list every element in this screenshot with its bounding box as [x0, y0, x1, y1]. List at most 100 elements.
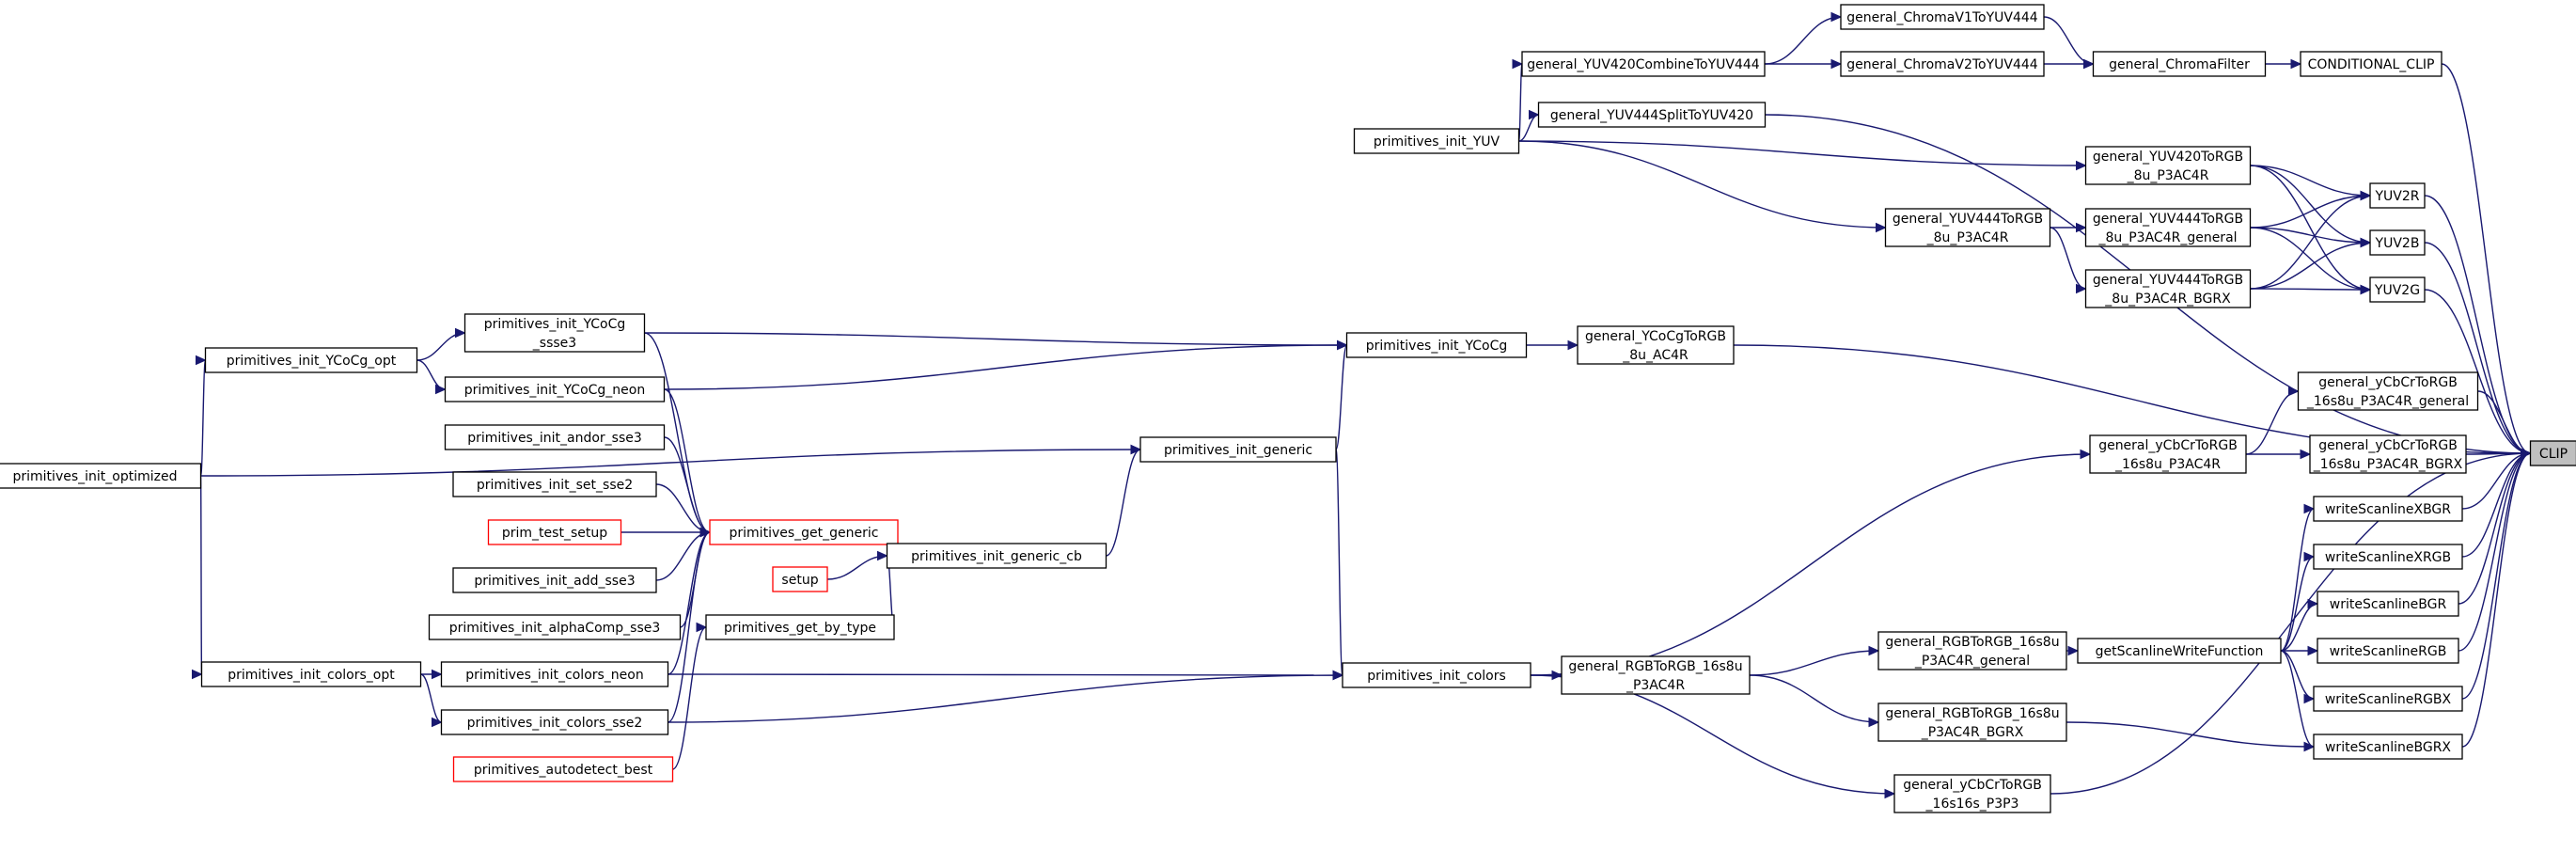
node-label: primitives_init_YCoCg_opt — [227, 354, 397, 369]
node-yuv2b[interactable]: YUV2B — [2369, 229, 2426, 256]
arrowhead — [1337, 339, 1348, 351]
node-box — [2309, 434, 2467, 474]
node-yuv2g[interactable]: YUV2G — [2369, 276, 2426, 303]
node-box — [1893, 774, 2051, 813]
node-label: _ssse3 — [532, 336, 576, 351]
node-label: general_YUV444ToRGB — [2093, 273, 2243, 288]
arrowhead — [2290, 58, 2302, 70]
node-init-colors-neon[interactable]: primitives_init_colors_neon — [440, 661, 669, 687]
node-chroma-v2[interactable]: general_ChromaV2ToYUV444 — [1840, 51, 2045, 77]
node-ycbcr-gen[interactable]: general_yCbCrToRGB _16s8u_P3AC4R_general — [2297, 371, 2479, 411]
node-init-optimized[interactable]: primitives_init_optimized — [0, 463, 202, 489]
arrowhead — [2067, 645, 2080, 656]
node-label: CLIP — [2539, 447, 2568, 462]
node-ycbcr-bgrx[interactable]: general_yCbCrToRGB_16s8u_P3AC4R_BGRX — [2309, 434, 2467, 474]
node-init-ycocg-neon[interactable]: primitives_init_YCoCg_neon — [444, 376, 666, 402]
node-ws-xrgb[interactable]: writeScanlineXRGB — [2313, 544, 2463, 570]
node-label: general_yCbCrToRGB — [2318, 375, 2458, 390]
edge-init-yuv-to-yuv420torgb — [1518, 140, 2087, 171]
arrowhead — [2360, 190, 2372, 201]
node-init-ycocg-opt[interactable]: primitives_init_YCoCg_opt — [204, 347, 418, 373]
node-prim-test-setup[interactable]: prim_test_setup — [487, 519, 622, 545]
edge-chroma-v2-to-chroma-filter — [2044, 58, 2095, 70]
node-ycbcr-p3ac4r[interactable]: general_yCbCrToRGB_16s8u_P3AC4R — [2089, 434, 2247, 474]
node-chroma-filter[interactable]: general_ChromaFilter — [2092, 51, 2267, 77]
arrowhead — [699, 527, 712, 538]
node-label: CONDITIONAL_CLIP — [2308, 57, 2435, 72]
node-cond-clip[interactable]: CONDITIONAL_CLIP — [2300, 51, 2442, 77]
arrowhead — [2521, 448, 2532, 459]
arrowhead — [432, 717, 443, 728]
node-init-colors-sse2[interactable]: primitives_init_colors_sse2 — [440, 709, 669, 735]
node-box — [200, 661, 422, 687]
node-label: prim_test_setup — [502, 526, 607, 541]
node-yuv420combine[interactable]: general_YUV420CombineToYUV444 — [1521, 51, 1766, 77]
node-rgbtorgb[interactable]: general_RGBToRGB_16s8u_P3AC4R — [1561, 655, 1751, 695]
node-ws-bgr[interactable]: writeScanlineBGR — [2317, 591, 2459, 617]
node-box — [1840, 4, 2045, 30]
node-init-ycocg-ssse3[interactable]: primitives_init_YCoCg_ssse3 — [463, 313, 646, 353]
node-setup[interactable]: setup — [772, 566, 828, 592]
node-yuv420torgb[interactable]: general_YUV420ToRGB_8u_P3AC4R — [2084, 146, 2252, 185]
node-box — [2297, 371, 2479, 411]
arrowhead — [1884, 788, 1896, 799]
node-yuv444torgb-gen[interactable]: general_YUV444ToRGB_8u_P3AC4R_general — [2084, 208, 2252, 247]
node-label: general_yCbCrToRGB — [2318, 438, 2458, 453]
node-box — [1561, 655, 1751, 695]
node-get-scanline[interactable]: getScanlineWriteFunction — [2077, 638, 2282, 664]
node-init-colors-opt[interactable]: primitives_init_colors_opt — [200, 661, 422, 687]
node-box — [2529, 440, 2576, 466]
node-label: primitives_init_andor_sse3 — [467, 431, 642, 446]
node-label: general_YCoCgToRGB — [1585, 329, 1726, 344]
node-ws-xbgr[interactable]: writeScanlineXBGR — [2313, 496, 2463, 522]
node-label: general_YUV444SplitToYUV420 — [1550, 108, 1753, 123]
node-ycbcr-p3p3[interactable]: general_yCbCrToRGB_16s16s_P3P3 — [1893, 774, 2051, 813]
node-label: setup — [781, 573, 818, 588]
edge-yuv420combine-to-chroma-v1 — [1764, 11, 1843, 65]
node-get-generic[interactable]: primitives_get_generic — [709, 519, 899, 545]
node-add-sse3[interactable]: primitives_init_add_sse3 — [452, 567, 657, 593]
arrowhead — [455, 327, 466, 339]
node-chroma-v1[interactable]: general_ChromaV1ToYUV444 — [1840, 4, 2045, 30]
node-label: _8u_P3AC4R — [1926, 230, 2009, 245]
node-ws-bgrx[interactable]: writeScanlineBGRX — [2313, 734, 2463, 760]
node-init-yuv[interactable]: primitives_init_YUV — [1353, 128, 1520, 154]
node-label: YUV2B — [2375, 236, 2420, 251]
node-box — [2077, 638, 2282, 664]
node-yuv444torgb-bgrx[interactable]: general_YUV444ToRGB _8u_P3AC4R_BGRX — [2084, 269, 2252, 308]
node-rgbtorgb-bgrx[interactable]: general_RGBToRGB_16s8u_P3AC4R_BGRX — [1877, 702, 2067, 742]
node-init-generic[interactable]: primitives_init_generic — [1139, 436, 1337, 463]
node-ycocg-torgb[interactable]: general_YCoCgToRGB_8u_AC4R — [1577, 325, 1735, 365]
node-set-sse2[interactable]: primitives_init_set_sse2 — [452, 471, 657, 497]
edge-init-optimized-to-init-generic — [200, 444, 1142, 477]
node-yuv444split[interactable]: general_YUV444SplitToYUV420 — [1537, 102, 1767, 128]
node-label: _8u_P3AC4R_BGRX — [2104, 292, 2231, 307]
node-label: primitives_init_YCoCg_neon — [464, 383, 646, 398]
node-get-by-type[interactable]: primitives_get_by_type — [705, 614, 895, 640]
node-yuv444torgb[interactable]: general_YUV444ToRGB_8u_P3AC4R — [1884, 208, 2051, 247]
arrowhead — [1830, 11, 1843, 23]
node-label: primitives_init_colors_opt — [228, 668, 395, 683]
node-andor-sse3[interactable]: primitives_init_andor_sse3 — [444, 424, 666, 450]
node-box — [2084, 146, 2252, 185]
node-ws-rgbx[interactable]: writeScanlineRGBX — [2313, 686, 2463, 712]
node-box — [2089, 434, 2247, 474]
node-init-ycocg[interactable]: primitives_init_YCoCg — [1345, 332, 1528, 358]
arrowhead — [2307, 645, 2319, 656]
edge-init-colors-opt-to-init-colors-sse2 — [420, 673, 443, 728]
node-box — [2084, 208, 2252, 247]
node-label: _P3AC4R_general — [1914, 654, 2030, 669]
node-label: primitives_init_YUV — [1374, 134, 1500, 150]
node-init-generic-cb[interactable]: primitives_init_generic_cb — [886, 543, 1107, 569]
node-clip[interactable]: CLIP — [2529, 440, 2576, 466]
arrowhead — [1876, 222, 1887, 233]
node-yuv2r[interactable]: YUV2R — [2369, 182, 2426, 209]
node-alphacomp-sse3[interactable]: primitives_init_alphaComp_sse3 — [428, 614, 682, 640]
node-autodetect-best[interactable]: primitives_autodetect_best — [452, 756, 674, 782]
node-label: _16s8u_P3AC4R_general — [2306, 394, 2469, 409]
node-rgbtorgb-gen[interactable]: general_RGBToRGB_16s8u_P3AC4R_general — [1877, 631, 2067, 671]
edge-ws-bgr-to-clip — [2458, 448, 2532, 605]
node-ws-rgb[interactable]: writeScanlineRGB — [2317, 638, 2459, 664]
node-init-colors[interactable]: primitives_init_colors — [1342, 662, 1531, 688]
node-box — [1345, 332, 1528, 358]
